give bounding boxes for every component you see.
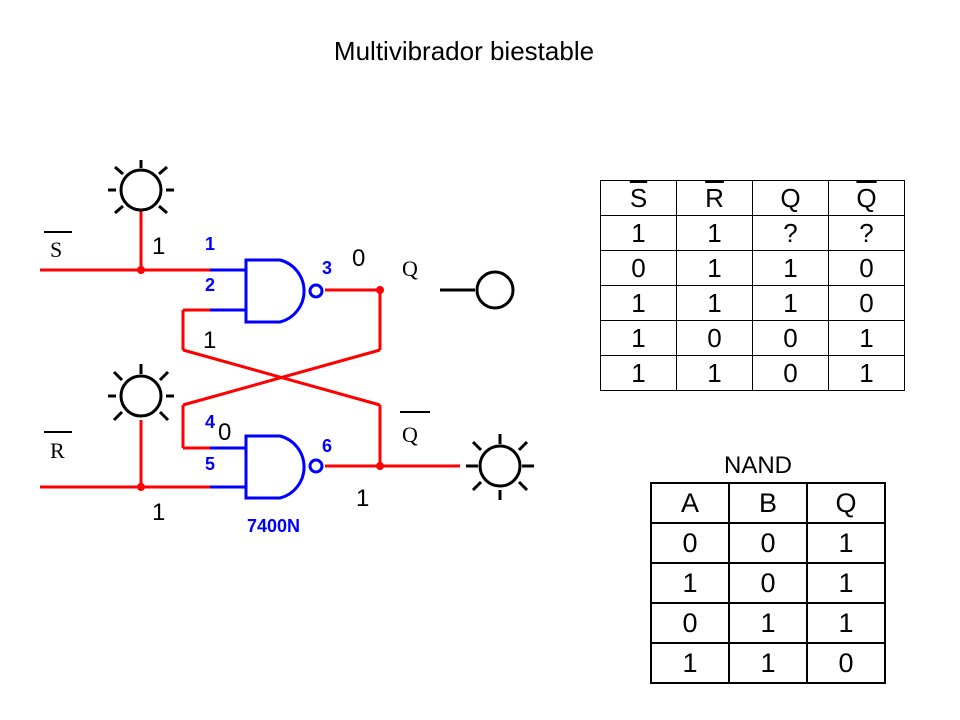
table-cell: ? xyxy=(828,215,905,251)
pin-number: 3 xyxy=(322,258,332,278)
table-cell: 1 xyxy=(676,285,753,321)
table-row: 1 0 0 1 xyxy=(600,320,905,356)
output-qbar-label: Q xyxy=(402,422,418,447)
table-cell: 0 xyxy=(752,320,829,356)
table-row: 0 1 1 0 xyxy=(600,250,905,286)
table-cell: 0 xyxy=(676,320,753,356)
output-q-lamp xyxy=(475,270,515,310)
table-cell: 0 xyxy=(806,642,886,684)
table-cell: 0 xyxy=(752,355,829,391)
table-row: 1 1 ? ? xyxy=(600,215,905,251)
nand-truth-table: A B Q 0 0 1 1 0 1 0 1 1 1 1 0 xyxy=(650,482,886,684)
pin-number: 4 xyxy=(205,412,215,432)
header-cell-a: A xyxy=(650,482,730,524)
table-cell: 1 xyxy=(806,522,886,564)
table-cell: 1 xyxy=(650,642,730,684)
header-cell-b: B xyxy=(728,482,808,524)
table-cell: 1 xyxy=(600,215,677,251)
table-cell: 0 xyxy=(600,250,677,286)
pin-number: 5 xyxy=(205,454,215,474)
table-cell: 0 xyxy=(828,250,905,286)
nand-gate-1 xyxy=(210,258,324,324)
pin-number: 1 xyxy=(205,234,215,254)
logic-value-s: 1 xyxy=(152,233,165,260)
table-cell: 1 xyxy=(676,355,753,391)
logic-value-qbar: 1 xyxy=(356,485,369,512)
wire-cross-2 xyxy=(182,348,381,407)
table-row: 0 0 1 xyxy=(650,522,886,564)
lamp-qbar xyxy=(466,434,534,500)
table-cell: 1 xyxy=(752,250,829,286)
header-cell-r: R xyxy=(676,180,753,216)
nand-gate-2 xyxy=(210,434,324,500)
table-row: 1 1 1 0 xyxy=(600,285,905,321)
table-cell: 1 xyxy=(752,285,829,321)
junction-dot xyxy=(376,286,384,294)
table-cell: 1 xyxy=(676,215,753,251)
header-cell-qbar: Q xyxy=(828,180,905,216)
table-cell: 0 xyxy=(650,602,730,644)
table-row: 0 1 1 xyxy=(650,602,886,644)
table-header-row: S R Q Q xyxy=(600,180,905,216)
table-cell: 1 xyxy=(600,320,677,356)
output-q-label: Q xyxy=(402,256,418,281)
lamp-r xyxy=(108,364,174,422)
table-cell: ? xyxy=(752,215,829,251)
bistable-circuit-diagram: S R Q Q 1 2 3 4 5 6 7400N 1 0 1 0 1 1 xyxy=(40,160,534,536)
lamp-s xyxy=(108,160,174,215)
table-row: 1 1 0 1 xyxy=(600,355,905,391)
table-cell: 1 xyxy=(806,602,886,644)
logic-value-gate2-in1: 0 xyxy=(218,419,231,446)
header-cell-s: S xyxy=(600,180,677,216)
junction-dot xyxy=(137,483,145,491)
table-cell: 1 xyxy=(650,562,730,604)
table-cell: 1 xyxy=(728,602,808,644)
table-cell: 0 xyxy=(728,522,808,564)
page-title: Multivibrador biestable xyxy=(333,36,595,66)
logic-value-gate1-in2: 1 xyxy=(203,327,216,354)
table-cell: 1 xyxy=(828,320,905,356)
header-cell-q: Q xyxy=(752,180,829,216)
pin-number: 2 xyxy=(205,275,215,295)
table-row: 1 1 0 xyxy=(650,642,886,684)
table-cell: 0 xyxy=(728,562,808,604)
table-cell: 1 xyxy=(600,285,677,321)
junction-dot xyxy=(376,462,384,470)
table-cell: 1 xyxy=(728,642,808,684)
logic-value-q: 0 xyxy=(352,245,365,272)
pin-number: 6 xyxy=(322,436,332,456)
table-cell: 1 xyxy=(600,355,677,391)
junction-dot xyxy=(137,266,145,274)
table-cell: 0 xyxy=(650,522,730,564)
table-header-row: A B Q xyxy=(650,482,886,524)
table-cell: 1 xyxy=(676,250,753,286)
logic-value-r: 1 xyxy=(152,499,165,526)
input-s-label: S xyxy=(50,237,62,262)
wires xyxy=(40,210,460,489)
table-cell: 0 xyxy=(828,285,905,321)
table-cell: 1 xyxy=(828,355,905,391)
sr-truth-table: S R Q Q 1 1 ? ? 0 1 1 0 1 1 1 0 1 0 0 1 … xyxy=(600,180,905,391)
header-cell-q: Q xyxy=(806,482,886,524)
input-r-label: R xyxy=(50,438,65,463)
table-cell: 1 xyxy=(806,562,886,604)
chip-label: 7400N xyxy=(247,516,300,536)
nand-table-title: NAND xyxy=(724,452,793,479)
table-row: 1 0 1 xyxy=(650,562,886,604)
junction-dots xyxy=(137,266,384,491)
